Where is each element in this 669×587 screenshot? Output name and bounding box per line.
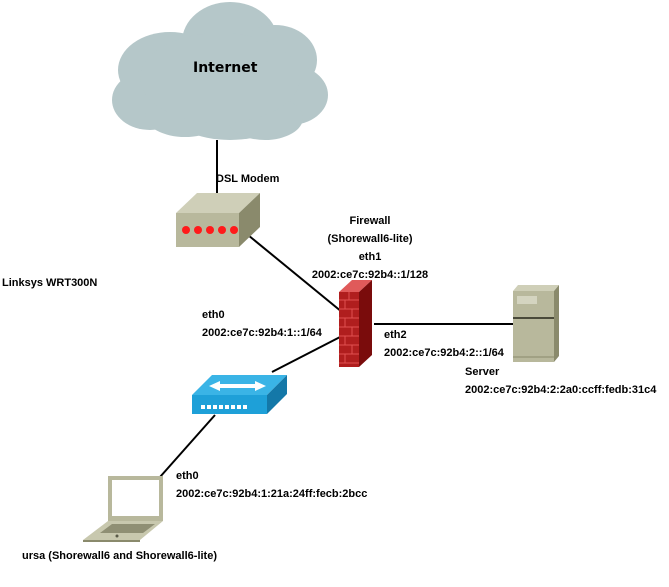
modem-icon: [176, 193, 260, 247]
link-switch-laptop: [159, 414, 216, 478]
firewall-eth2-block: eth2 2002:ce7c:92b4:2::1/64: [384, 326, 504, 362]
laptop-iface-block: eth0 2002:ce7c:92b4:1:21a:24ff:fecb:2bcc: [176, 467, 367, 503]
links: [159, 140, 515, 478]
firewall-icon: [339, 280, 372, 367]
laptop-label: ursa (Shorewall6 and Shorewall6-lite): [22, 550, 217, 562]
firewall-label-block: Firewall (Shorewall6-lite) eth1 2002:ce7…: [310, 212, 430, 284]
server-label-block: Server 2002:ce7c:92b4:2:2a0:ccff:fedb:31…: [465, 363, 656, 399]
internet-cloud-icon: [112, 2, 328, 140]
firewall-eth1-addr: 2002:ce7c:92b4::1/128: [311, 269, 429, 281]
router-label: Linksys WRT300N: [2, 277, 98, 289]
firewall-eth2-addr: 2002:ce7c:92b4:2::1/64: [384, 347, 504, 359]
firewall-subtitle: (Shorewall6-lite): [327, 233, 413, 245]
server-addr: 2002:ce7c:92b4:2:2a0:ccff:fedb:31c4: [465, 384, 657, 396]
firewall-eth0-block: eth0 2002:ce7c:92b4:1::1/64: [202, 306, 322, 342]
modem-label: DSL Modem: [216, 173, 280, 185]
firewall-eth0-addr: 2002:ce7c:92b4:1::1/64: [202, 327, 322, 339]
switch-icon: [192, 375, 287, 414]
laptop-addr: 2002:ce7c:92b4:1:21a:24ff:fecb:2bcc: [176, 488, 368, 500]
link-modem-firewall: [247, 234, 343, 313]
server-icon: [513, 285, 559, 362]
firewall-eth1-iface: eth1: [358, 251, 382, 263]
link-firewall-switch: [271, 335, 343, 373]
internet-label: Internet: [193, 60, 258, 76]
firewall-eth2-iface: eth2: [384, 329, 407, 341]
firewall-eth0-iface: eth0: [202, 309, 225, 321]
server-label: Server: [465, 366, 500, 378]
laptop-iface: eth0: [176, 470, 199, 482]
laptop-icon: [83, 476, 163, 542]
firewall-title: Firewall: [349, 215, 391, 227]
